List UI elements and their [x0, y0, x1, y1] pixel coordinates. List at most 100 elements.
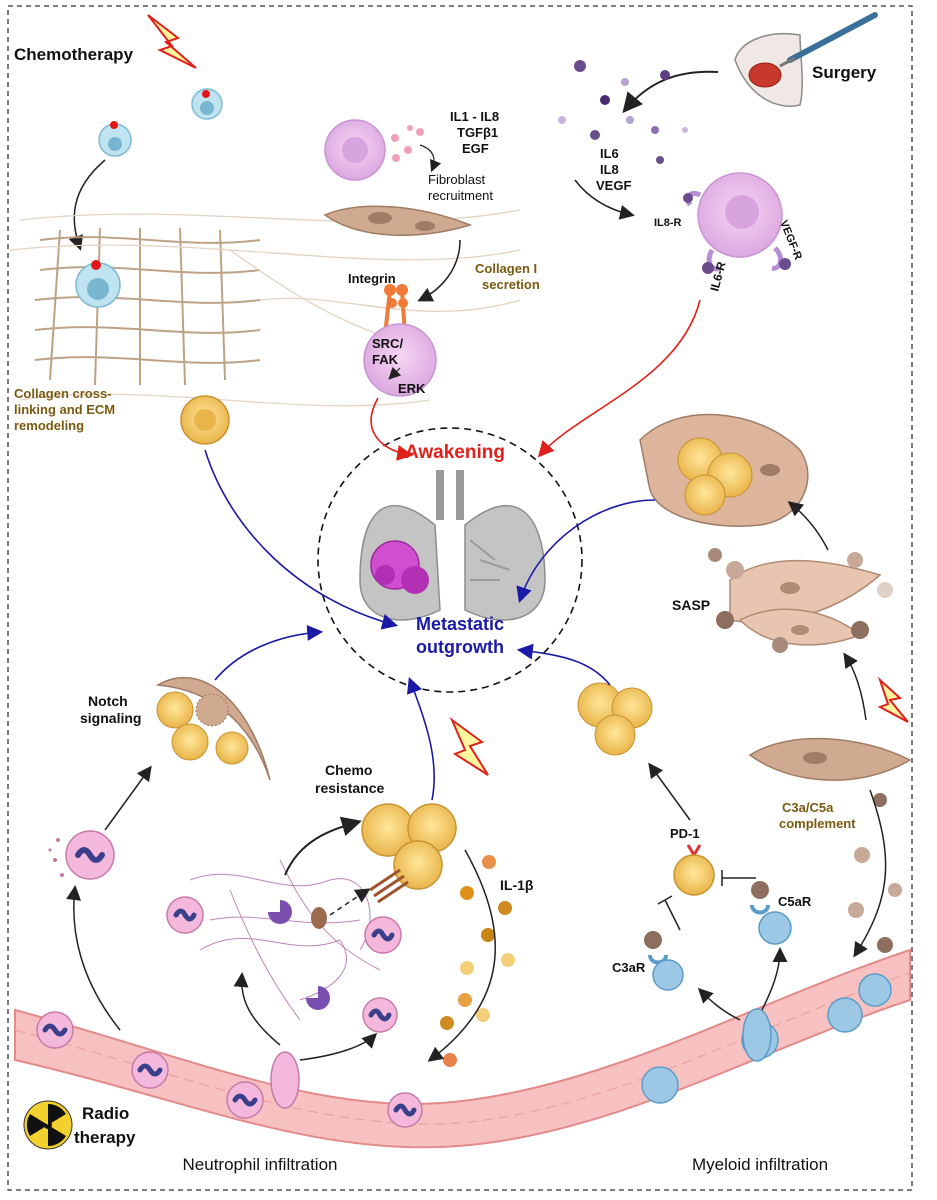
arrow-myeloid-to-c5ar: [761, 947, 788, 1011]
arrow-sasp-to-cluster: [787, 501, 829, 551]
breast-surgery-icon: [734, 12, 878, 107]
myeloid-c3ar: [644, 931, 684, 991]
metastatic-label-line1: Metastatic: [416, 614, 504, 634]
arrow-tcell-to-tumor: [648, 762, 691, 821]
arrow-complement-to-vessel: [853, 789, 887, 958]
inhibit-c3ar: [657, 895, 681, 931]
c3ar-label: C3aR: [612, 960, 646, 975]
netosis-neutrophil: [48, 830, 115, 880]
lightning-bolt-icon: [449, 717, 489, 776]
myeloid-infiltration-label: Myeloid infiltration: [692, 1155, 828, 1174]
dormant-tumor-cells: [98, 88, 223, 157]
protease-icons: [268, 900, 330, 1010]
notch-line2: signaling: [80, 710, 141, 726]
extravasating-myeloid-cell: [742, 1008, 772, 1062]
il1b-label: IL-1β: [500, 877, 534, 893]
arrow-senescent-to-metastasis: [516, 499, 656, 604]
cytokine-dots-purple: [558, 60, 688, 164]
lightning-bolt-icon: [877, 676, 909, 723]
cytokines1-line1: IL1 - IL8: [450, 109, 499, 124]
cytokines1-line2: TGFβ1: [457, 125, 498, 140]
arrow-tumor-right-to-metastasis: [516, 643, 611, 686]
inhibit-c5ar: [721, 870, 756, 886]
metastatic-niche-circle: [317, 427, 583, 693]
radiation-icon: [23, 1100, 73, 1150]
notch-tumor-cells: [156, 691, 249, 765]
net-neutrophils: [166, 896, 402, 1033]
chemoresistant-tumor-cluster: [361, 803, 457, 904]
chemotherapy-label: Chemotherapy: [14, 45, 134, 64]
chemo-resistance-line2: resistance: [315, 780, 384, 796]
complement-line1: C3a/C5a: [782, 800, 834, 815]
lightning-bolt-icon: [147, 14, 197, 69]
arrow-ecm-to-metastasis: [204, 449, 399, 630]
arrow-neutrophil-to-notch: [104, 765, 152, 831]
arrow-to-fibroblast-recruitment: [419, 144, 442, 173]
arrow-fibroblast-to-sasp: [843, 652, 867, 721]
collagen-secretion-line2: secretion: [482, 277, 540, 292]
complement-dots: [848, 793, 902, 953]
cytokines2-line2: IL8: [600, 162, 619, 177]
il1b-dots: [440, 855, 515, 1067]
il8r-label: IL8-R: [654, 217, 682, 229]
senescent-cluster-top: [639, 413, 809, 527]
fibrils: [9, 209, 521, 407]
src-fak-line1: SRC/: [372, 336, 403, 351]
arrow-net-to-chemoresistance: [284, 816, 362, 876]
frame-border: [7, 5, 913, 1191]
neutrophil-infiltration-label: Neutrophil infiltration: [183, 1155, 338, 1174]
cytokine-dots-pink: [391, 125, 424, 162]
arrow-src-to-erk: [388, 366, 402, 380]
senescent-fibroblasts: [729, 559, 882, 646]
collagen-crosslinking-line3: remodeling: [14, 418, 84, 433]
arrow-chemoresistance-to-metastasis: [407, 677, 435, 801]
myeloid-c5ar: [750, 881, 792, 945]
complement-line2: complement: [779, 816, 856, 831]
collagen-crosslinking-line1: Collagen cross-: [14, 386, 112, 401]
macrophage-cell: [324, 119, 386, 181]
cytokines2-line3: VEGF: [596, 178, 631, 193]
collagen-mesh: [34, 227, 261, 386]
src-fak-line2: FAK: [372, 352, 399, 367]
arrow-receptors-to-awakening: [537, 299, 701, 458]
arrow-erk-to-awakening: [370, 397, 414, 461]
receptor-tumor-cell: [683, 172, 791, 274]
cell-in-mesh: [75, 260, 121, 308]
sasp-label: SASP: [672, 597, 710, 613]
metastatic-label-line2: outgrowth: [416, 637, 504, 657]
t-cell: [673, 844, 715, 896]
awakened-tumor-cell: [180, 395, 230, 445]
net-web: [189, 859, 381, 1021]
arrow-surgery-to-cytokines: [622, 70, 719, 114]
awakened-tumor-cluster-right: [577, 682, 653, 756]
sasp-dots: [708, 548, 893, 653]
cytokines1-line3: EGF: [462, 141, 489, 156]
collagen-crosslinking-line2: linking and ECM: [14, 402, 115, 417]
radio-label-line2: therapy: [74, 1128, 136, 1147]
fibroblast-cells-top: [323, 205, 473, 236]
cytokines2-line1: IL6: [600, 146, 619, 161]
arrow-il1b-to-vessel: [427, 849, 497, 1062]
arrow-myeloid-to-c3ar: [697, 987, 741, 1021]
arrow-vessel-to-net: [233, 972, 281, 1046]
chemo-resistance-line1: Chemo: [325, 762, 372, 778]
fibroblast-recruitment-line1: Fibroblast: [428, 172, 485, 187]
arrow-notch-to-metastasis: [214, 624, 324, 681]
erk-label: ERK: [398, 381, 426, 396]
vessel-neutrophils: [36, 1011, 423, 1128]
surgery-label: Surgery: [812, 63, 877, 82]
arrow-cell-to-ecm: [68, 159, 106, 251]
fibroblast-cells-right: [748, 737, 912, 781]
pd1-label: PD-1: [670, 826, 700, 841]
c5ar-label: C5aR: [778, 894, 812, 909]
signaling-tumor-cell: [363, 323, 437, 397]
integrin-label: Integrin: [348, 271, 396, 286]
arrow-cytokines-to-receptors: [574, 179, 635, 220]
awakening-label: Awakening: [405, 442, 505, 463]
fibroblast-recruitment-line2: recruitment: [428, 188, 493, 203]
arrow-vessel-to-neutrophil: [66, 885, 121, 1031]
radio-label-line1: Radio: [82, 1104, 129, 1123]
notch-line1: Notch: [88, 693, 128, 709]
arrow-fibroblast-to-cell: [417, 239, 461, 302]
